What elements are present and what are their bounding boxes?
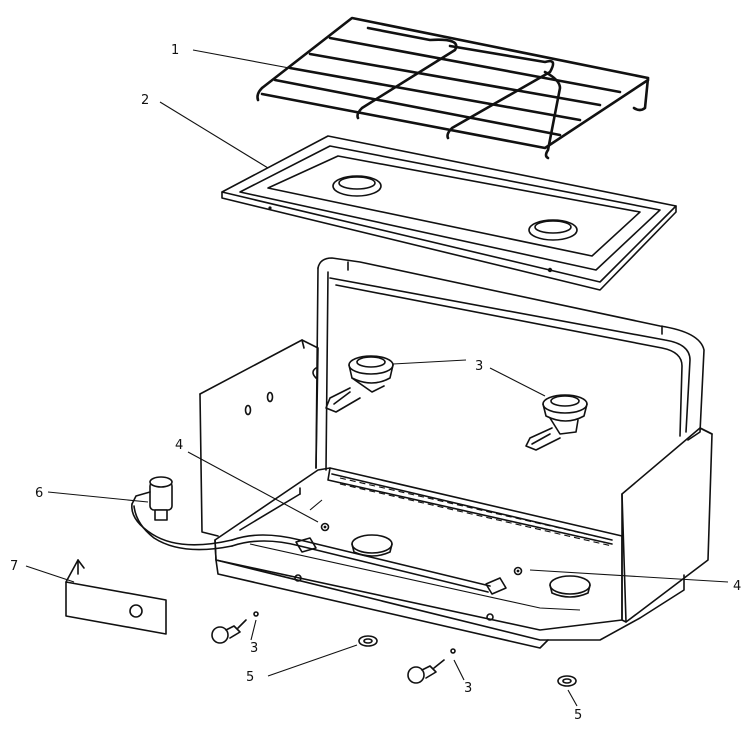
callout-5-right: 5	[574, 708, 582, 723]
part-7-bracket	[65, 559, 167, 635]
callout-3-knob-left: 3	[250, 641, 258, 656]
part-5-clip-left	[358, 635, 378, 647]
callout-6: 6	[35, 486, 43, 501]
callout-labels: 1 2 3 3 3 4 4 5 5 6 7	[10, 43, 741, 723]
callout-3-burners: 3	[475, 359, 483, 374]
callout-3-knob-right: 3	[464, 681, 472, 696]
part-1-wire-grate	[256, 16, 650, 160]
part-2-top-plate	[221, 135, 677, 291]
base-burner-left	[351, 534, 393, 557]
left-wind-panel	[199, 339, 319, 537]
part-4-orifice-left	[320, 522, 330, 532]
base-burner-right	[549, 575, 591, 598]
part-3-burner-upper-right	[525, 394, 588, 451]
manifold-tube	[231, 534, 507, 595]
part-3-burner-upper-left	[325, 355, 394, 413]
part-3-knob-right	[407, 648, 456, 684]
leader-lines	[25, 49, 729, 707]
callout-5-left: 5	[246, 670, 254, 685]
callout-4-right: 4	[733, 579, 741, 594]
part-4-orifice-right	[513, 566, 523, 576]
part-5-clip-right	[557, 675, 577, 687]
callout-7: 7	[10, 559, 18, 574]
callout-2: 2	[141, 93, 149, 108]
callout-4-left: 4	[175, 438, 183, 453]
part-3-knob-left	[211, 611, 259, 644]
callout-1: 1	[171, 43, 179, 58]
right-wind-panel	[621, 427, 713, 623]
part-6-regulator	[131, 476, 233, 551]
stove-base	[214, 467, 685, 649]
